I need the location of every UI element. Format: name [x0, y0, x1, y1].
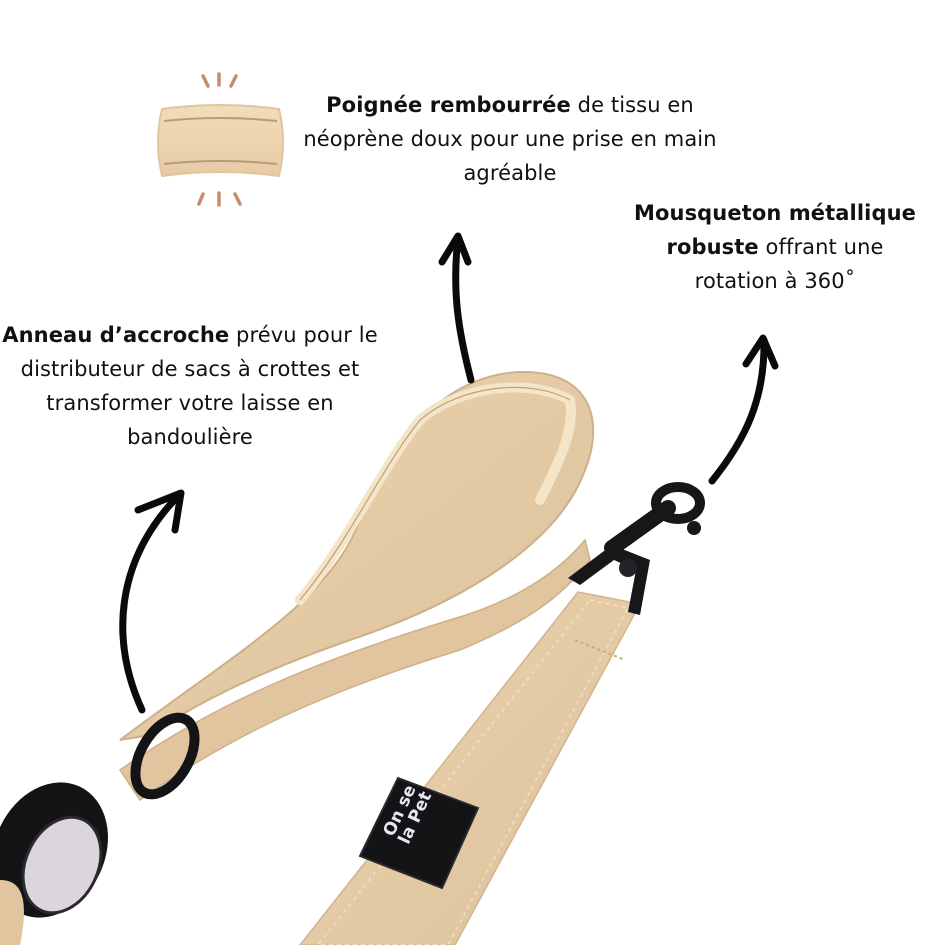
clip-feature-title: Mousqueton métallique robuste — [634, 201, 916, 259]
handle-feature-title: Poignée rembourrée — [326, 93, 571, 117]
clip-feature-caption: Mousqueton métallique robuste offrant un… — [630, 196, 920, 298]
d-ring — [130, 712, 200, 800]
arrow-up-icon — [438, 232, 472, 266]
leash-handle-loop — [118, 370, 595, 802]
handle-feature-description: de tissu en néoprène doux pour une prise… — [303, 93, 717, 185]
padded-handle-icon — [157, 72, 284, 207]
bag-dispenser-stopper — [0, 782, 108, 945]
arrow-up-curved-icon — [119, 489, 185, 714]
ring-feature-title: Anneau d’accroche — [2, 323, 230, 347]
clip-feature-description: offrant une rotation à 360˚ — [694, 235, 884, 293]
arrow-up-curved-icon — [708, 334, 779, 485]
ring-feature-caption: Anneau d’accroche prévu pour le distribu… — [0, 318, 380, 454]
arrow-up-icon — [452, 234, 475, 384]
handle-feature-caption: Poignée rembourrée de tissu en néoprène … — [300, 88, 720, 190]
snap-hook-clip — [568, 482, 705, 615]
ring-feature-description: prévu pour le distributeur de sacs à cro… — [20, 323, 378, 449]
brand-label-patch — [358, 776, 480, 890]
